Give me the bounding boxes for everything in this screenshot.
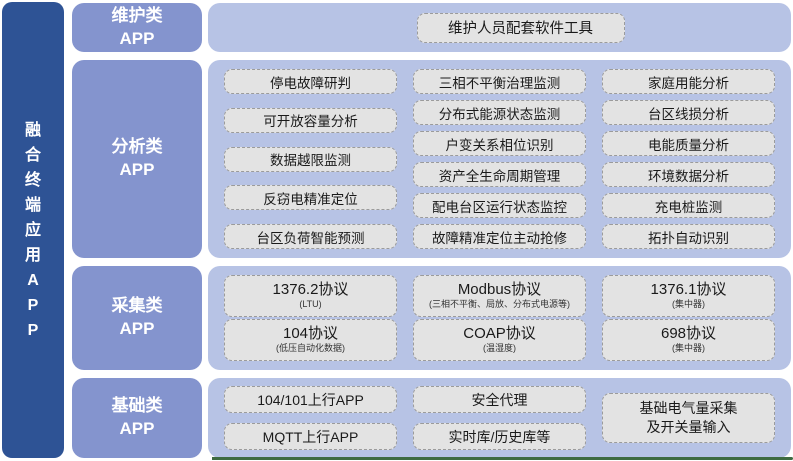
app-item: 拓扑自动识别 xyxy=(602,224,775,249)
category-collection-app: 采集类 APP xyxy=(72,266,202,370)
app-item: 充电桩监测 xyxy=(602,193,775,218)
collection-columns: 1376.2协议 (LTU) 104协议 (低压自动化数据) Modbus协议 … xyxy=(208,266,791,370)
analysis-columns: 停电故障研判 可开放容量分析 数据越限监测 反窃电精准定位 台区负荷智能预测 三… xyxy=(208,60,791,258)
app-item: 台区负荷智能预测 xyxy=(224,224,397,249)
category-label-line2: APP xyxy=(119,160,155,179)
app-item-maintenance-tools: 维护人员配套软件工具 xyxy=(416,12,625,43)
category-label-line1: 维护类 xyxy=(111,5,163,25)
app-item-electric-quantity: 基础电气量采集 及开关量输入 xyxy=(602,393,775,443)
analysis-column-2: 三相不平衡治理监测 分布式能源状态监测 户变关系相位识别 资产全生命周期管理 配… xyxy=(413,69,586,249)
app-item: 安全代理 xyxy=(413,386,586,413)
app-item: 故障精准定位主动抢修 xyxy=(413,224,586,249)
category-label-line1: 采集类 xyxy=(111,296,163,316)
app-item: 数据越限监测 xyxy=(224,146,397,172)
protocol-item: 698协议 (集中器) xyxy=(602,319,775,361)
protocol-subtitle: (低压自动化数据) xyxy=(276,342,345,353)
app-item: 资产全生命周期管理 xyxy=(413,162,586,187)
protocol-title: 1376.2协议 xyxy=(272,281,349,299)
panel-analysis: 停电故障研判 可开放容量分析 数据越限监测 反窃电精准定位 台区负荷智能预测 三… xyxy=(208,60,791,258)
app-item: MQTT上行APP xyxy=(224,423,397,450)
protocol-subtitle: (温湿度) xyxy=(483,342,516,353)
category-label-line2: APP xyxy=(119,419,155,438)
panel-maintenance: 维护人员配套软件工具 xyxy=(208,3,791,52)
protocol-subtitle: (三相不平衡、局放、分布式电源等) xyxy=(429,298,570,309)
collection-column-2: Modbus协议 (三相不平衡、局放、分布式电源等) COAP协议 (温湿度) xyxy=(413,275,586,361)
app-item: 环境数据分析 xyxy=(602,162,775,187)
app-item: 实时库/历史库等 xyxy=(413,423,586,450)
panel-collection: 1376.2协议 (LTU) 104协议 (低压自动化数据) Modbus协议 … xyxy=(208,266,791,370)
app-item: 配电台区运行状态监控 xyxy=(413,193,586,218)
basic-column-3: 基础电气量采集 及开关量输入 xyxy=(602,386,775,450)
maintenance-items: 维护人员配套软件工具 xyxy=(208,3,791,52)
protocol-item: COAP协议 (温湿度) xyxy=(413,319,586,361)
app-item: 分布式能源状态监测 xyxy=(413,100,586,125)
protocol-title: 1376.1协议 xyxy=(650,281,727,299)
app-item: 家庭用能分析 xyxy=(602,69,775,94)
app-item: 停电故障研判 xyxy=(224,69,397,94)
protocol-subtitle: (集中器) xyxy=(672,342,705,353)
category-maintenance-app: 维护类 APP xyxy=(72,3,202,52)
bottom-accent-line xyxy=(212,457,793,460)
app-item: 电能质量分析 xyxy=(602,131,775,156)
app-item: 三相不平衡治理监测 xyxy=(413,69,586,94)
category-analysis-app: 分析类 APP xyxy=(72,60,202,258)
protocol-item: 104协议 (低压自动化数据) xyxy=(224,319,397,361)
app-item: 户变关系相位识别 xyxy=(413,131,586,156)
app-item: 可开放容量分析 xyxy=(224,107,397,133)
collection-column-3: 1376.1协议 (集中器) 698协议 (集中器) xyxy=(602,275,775,361)
category-label-line2: APP xyxy=(119,319,155,338)
analysis-column-3: 家庭用能分析 台区线损分析 电能质量分析 环境数据分析 充电桩监测 拓扑自动识别 xyxy=(602,69,775,249)
root-node-fusion-terminal-app: 融合终端应用APP xyxy=(2,2,64,458)
protocol-title: 104协议 xyxy=(282,325,339,343)
analysis-column-1: 停电故障研判 可开放容量分析 数据越限监测 反窃电精准定位 台区负荷智能预测 xyxy=(224,69,397,249)
app-item: 104/101上行APP xyxy=(224,386,397,413)
category-label-line2: APP xyxy=(119,28,155,48)
panel-basic: 104/101上行APP MQTT上行APP 安全代理 实时库/历史库等 基础电… xyxy=(208,378,791,458)
root-label: 融合终端应用APP xyxy=(24,121,41,339)
category-label-line1: 基础类 xyxy=(111,396,163,416)
category-basic-app: 基础类 APP xyxy=(72,378,202,458)
protocol-item: 1376.1协议 (集中器) xyxy=(602,275,775,317)
app-item-line1: 基础电气量采集 xyxy=(639,400,738,417)
protocol-item: 1376.2协议 (LTU) xyxy=(224,275,397,317)
basic-column-1: 104/101上行APP MQTT上行APP xyxy=(224,386,397,450)
protocol-subtitle: (LTU) xyxy=(299,298,322,309)
protocol-title: COAP协议 xyxy=(463,325,536,343)
basic-columns: 104/101上行APP MQTT上行APP 安全代理 实时库/历史库等 基础电… xyxy=(208,378,791,458)
protocol-title: Modbus协议 xyxy=(457,281,542,299)
collection-column-1: 1376.2协议 (LTU) 104协议 (低压自动化数据) xyxy=(224,275,397,361)
protocol-item: Modbus协议 (三相不平衡、局放、分布式电源等) xyxy=(413,275,586,317)
category-label-line1: 分析类 xyxy=(111,137,163,157)
app-item: 反窃电精准定位 xyxy=(224,185,397,211)
protocol-title: 698协议 xyxy=(660,325,717,343)
app-item: 台区线损分析 xyxy=(602,100,775,125)
protocol-subtitle: (集中器) xyxy=(672,298,705,309)
basic-column-2: 安全代理 实时库/历史库等 xyxy=(413,386,586,450)
app-item-line2: 及开关量输入 xyxy=(646,419,731,435)
